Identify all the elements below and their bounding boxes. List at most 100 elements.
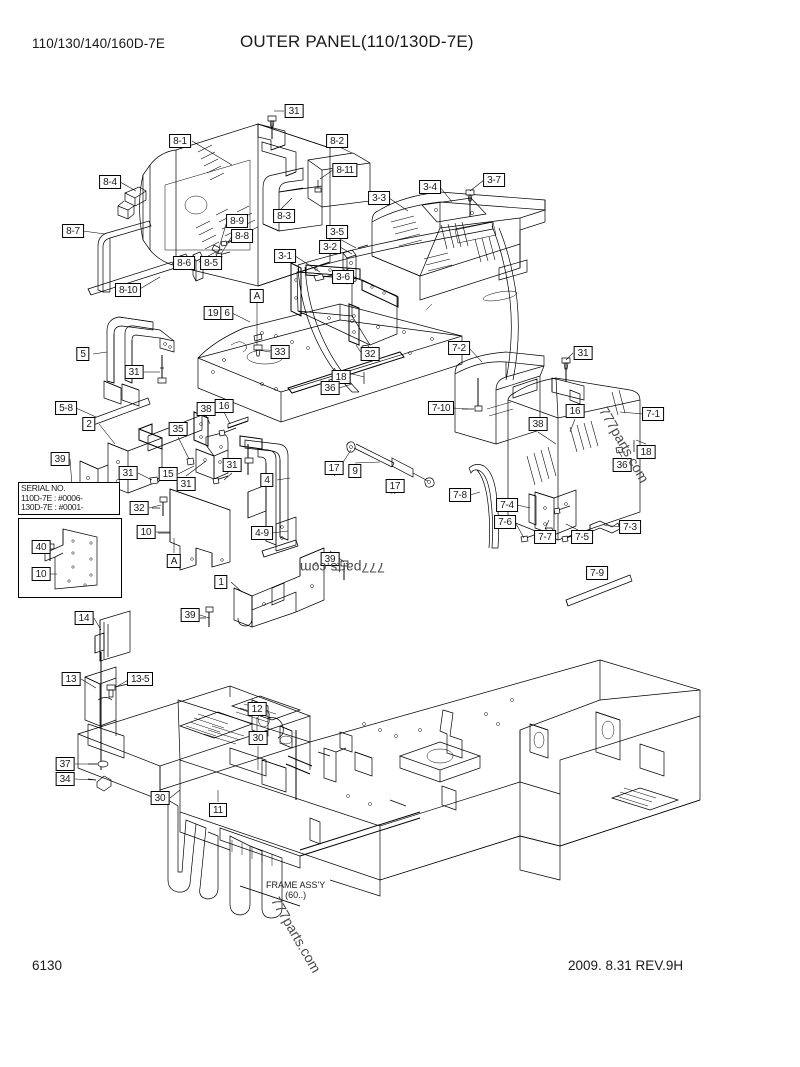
callout-11: 11 <box>209 803 227 817</box>
callout-39: 39 <box>320 552 340 566</box>
revision-date: 2009. 8.31 REV.9H <box>568 958 684 973</box>
callout-8-1: 8-1 <box>169 134 191 148</box>
callout-7-4: 7-4 <box>496 498 518 512</box>
callout-6: 6 <box>220 306 234 320</box>
part-3-3-hood <box>372 192 545 310</box>
callout-36: 36 <box>320 381 340 395</box>
frame-note-line-1: FRAME ASS'Y <box>266 880 326 890</box>
callout-7-10: 7-10 <box>427 401 455 415</box>
callout-7-8: 7-8 <box>449 488 471 502</box>
callout-3-3: 3-3 <box>368 191 390 205</box>
part-13-bracket <box>85 667 124 758</box>
callout-31: 31 <box>284 104 304 118</box>
callout-7-2: 7-2 <box>448 341 470 355</box>
part-7-1-cover <box>487 358 640 540</box>
callout-inset-10: 10 <box>31 567 51 581</box>
part-5-handrail <box>104 317 174 406</box>
callout-38: 38 <box>196 402 216 416</box>
callout-7-6: 7-6 <box>494 515 516 529</box>
part-37-34-washer-nut <box>88 761 111 791</box>
frame-assembly-note: FRAME ASS'Y (60..) <box>266 880 325 900</box>
callout-18: 18 <box>331 370 351 384</box>
callout-10: 10 <box>136 525 156 539</box>
serial-inset-detail: 40 10 <box>18 518 122 598</box>
callout-1: 1 <box>214 575 228 589</box>
part-7-9-seal <box>566 575 632 606</box>
part-10-panel <box>152 489 230 570</box>
callout-17: 17 <box>385 479 405 493</box>
callout-16: 16 <box>565 404 585 418</box>
page-number: 6130 <box>32 958 63 973</box>
callout-35: 35 <box>168 422 188 436</box>
callout-8-5: 8-5 <box>200 256 222 270</box>
callout-4-9: 4-9 <box>251 526 273 540</box>
callout-32: 32 <box>129 501 149 515</box>
callout-3-7: 3-7 <box>483 173 505 187</box>
callout-15: 15 <box>158 467 178 481</box>
callout-3-1: 3-1 <box>274 249 296 263</box>
callout-8-4: 8-4 <box>99 175 121 189</box>
callout-17: 17 <box>324 461 344 475</box>
callout-3-6: 3-6 <box>332 270 354 284</box>
part-8-1-side-panel <box>140 116 331 286</box>
callout-13-5: 13-5 <box>126 672 154 686</box>
callout-a: A <box>249 289 265 303</box>
callout-38: 38 <box>528 417 548 431</box>
callout-8-2: 8-2 <box>326 134 348 148</box>
callout-39: 39 <box>50 452 70 466</box>
callout-34: 34 <box>55 772 75 786</box>
callout-16: 16 <box>214 399 234 413</box>
callout-8-3: 8-3 <box>273 209 295 223</box>
callout-8-9: 8-9 <box>226 214 248 228</box>
part-6-floor-plate <box>198 304 462 422</box>
callout-8-7: 8-7 <box>62 224 84 238</box>
callout-33: 33 <box>270 345 290 359</box>
callout-30: 30 <box>150 791 170 805</box>
callout-inset-40: 40 <box>31 540 51 554</box>
callout-31: 31 <box>176 477 196 491</box>
callout-5-8: 5-8 <box>55 401 77 415</box>
callout-8-6: 8-6 <box>173 256 195 270</box>
callout-7-7: 7-7 <box>534 530 556 544</box>
callout-a: A <box>166 554 182 568</box>
callout-31: 31 <box>118 466 138 480</box>
frame-note-line-2: (60..) <box>285 890 307 900</box>
callout-3-2: 3-2 <box>319 240 341 254</box>
callout-12: 12 <box>247 702 267 716</box>
serial-inset-drawing <box>39 528 98 590</box>
callout-7-9: 7-9 <box>586 566 608 580</box>
part-8-7-seal <box>98 221 151 292</box>
callout-32: 32 <box>360 347 380 361</box>
part-8-4-bracket <box>118 187 146 219</box>
callout-3-5: 3-5 <box>326 225 348 239</box>
page-title: OUTER PANEL(110/130D-7E) <box>240 32 474 51</box>
serial-number-note: SERIAL NO. 110D-7E : #0006- 130D-7E : #0… <box>18 482 120 515</box>
part-1-bracket <box>200 548 348 627</box>
callout-13: 13 <box>61 672 81 686</box>
callout-9: 9 <box>348 464 362 478</box>
callout-8-10: 8-10 <box>114 283 142 297</box>
callout-31: 31 <box>573 346 593 360</box>
callout-37: 37 <box>55 757 75 771</box>
callout-5: 5 <box>76 347 90 361</box>
callout-31: 31 <box>222 458 242 472</box>
callout-7-5: 7-5 <box>571 530 593 544</box>
part-3-4-plate <box>422 190 486 222</box>
serial-line-2: 130D-7E : #0001- <box>21 502 84 512</box>
callout-39: 39 <box>180 608 200 622</box>
frame-assembly <box>78 660 700 918</box>
callout-14: 14 <box>74 611 94 625</box>
leader-lines <box>70 111 646 906</box>
serial-heading: SERIAL NO. <box>21 483 66 493</box>
callout-8-8: 8-8 <box>231 229 253 243</box>
callout-18: 18 <box>636 445 656 459</box>
page-model-text: 110/130/140/160D-7E <box>32 36 166 51</box>
callout-30: 30 <box>248 731 268 745</box>
callout-36: 36 <box>612 458 632 472</box>
callout-4: 4 <box>260 473 274 487</box>
callout-31: 31 <box>124 365 144 379</box>
callout-3-4: 3-4 <box>419 180 441 194</box>
serial-line-1: 110D-7E : #0006- <box>21 492 83 503</box>
